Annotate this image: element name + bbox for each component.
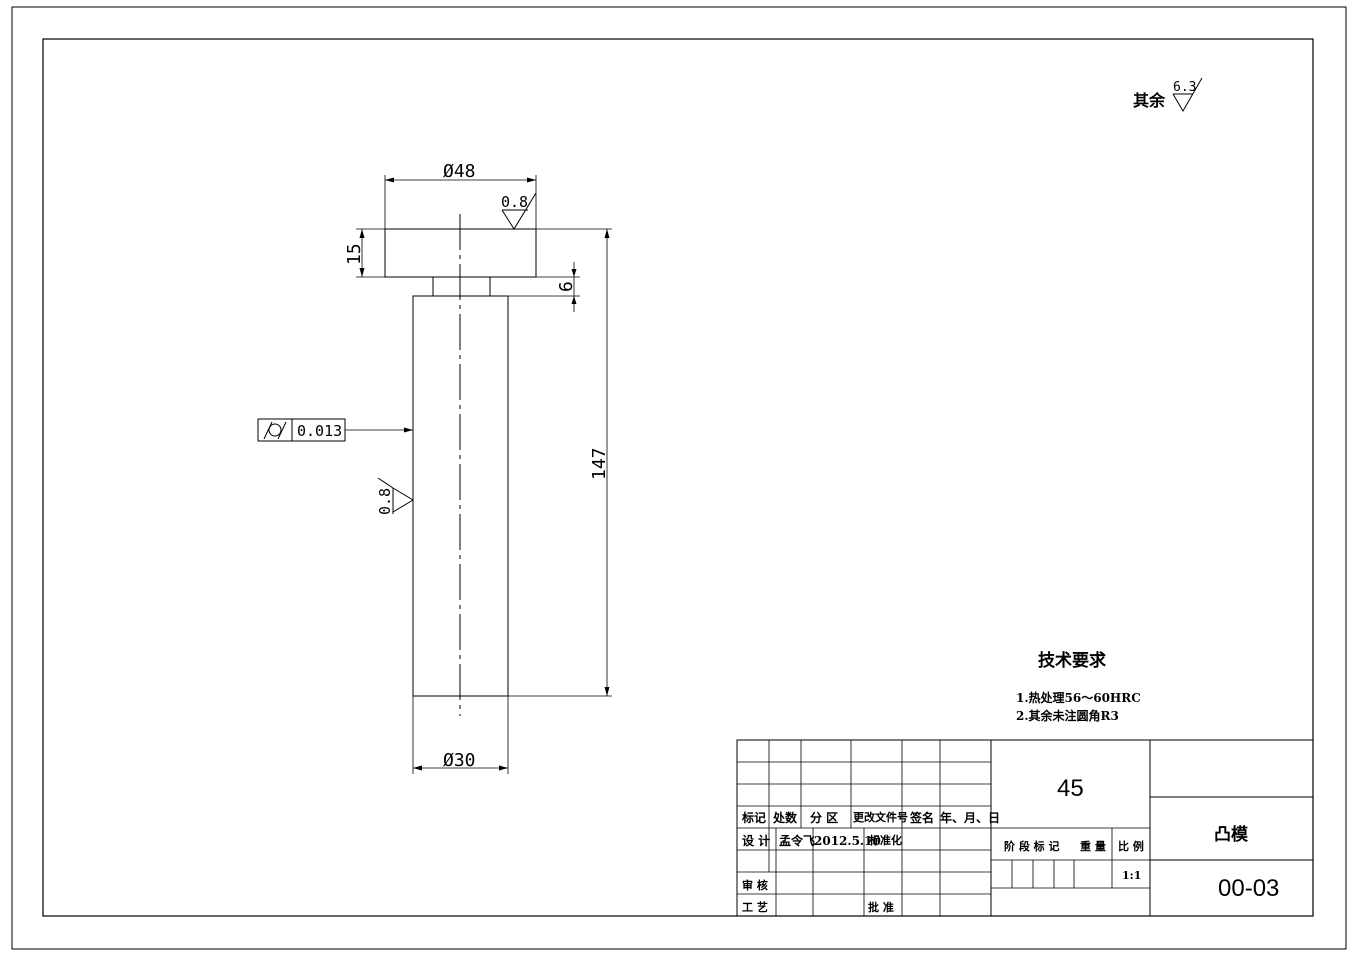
top-roughness-value: 0.8 bbox=[501, 193, 528, 211]
default-roughness-value: 6.3 bbox=[1173, 80, 1196, 95]
standardize-label: 标准化 bbox=[868, 833, 902, 847]
sheet-inner-frame bbox=[42, 38, 1314, 917]
default-roughness-prefix: 其余 bbox=[1133, 91, 1166, 110]
designer-name: 孟令飞 bbox=[779, 833, 815, 848]
tech-requirements: 技术要求 1.热处理56～60HRC 2.其余未注圆角R3 bbox=[1016, 650, 1141, 723]
tech-requirement-1: 1.热处理56～60HRC bbox=[1016, 690, 1141, 705]
process-label: 工 艺 bbox=[742, 900, 768, 914]
approve-label: 批 准 bbox=[868, 900, 894, 914]
shaft-roughness-icon bbox=[392, 487, 414, 513]
design-label: 设 计 bbox=[742, 833, 770, 848]
cylindricity-icon bbox=[263, 421, 287, 440]
title-block: 标记 处数 分 区 更改文件号 签名 年、月、日 设 计 孟令飞 2012.5.… bbox=[736, 739, 1314, 917]
header-sign: 签名 bbox=[909, 810, 934, 825]
tolerance-frame: 0.013 bbox=[257, 418, 413, 442]
top-roughness-icon bbox=[501, 192, 537, 230]
review-label: 审 核 bbox=[742, 878, 768, 892]
dim-bottom-diameter: Ø30 bbox=[443, 750, 476, 771]
header-zone: 分 区 bbox=[810, 810, 838, 825]
dim-total-length: 147 bbox=[589, 447, 610, 480]
dim-flange-height: 15 bbox=[344, 243, 365, 265]
design-date: 2012.5.10 bbox=[814, 834, 881, 848]
tolerance-value: 0.013 bbox=[297, 422, 342, 440]
roughness-symbol-icon bbox=[1172, 77, 1203, 112]
part-name: 凸模 bbox=[1214, 824, 1249, 845]
scale-label: 比 例 bbox=[1118, 839, 1144, 853]
scale-value: 1:1 bbox=[1122, 869, 1141, 882]
part-view: Ø48 0.8 15 6 147 Ø30 0.8 bbox=[257, 161, 612, 774]
weight-label: 重 量 bbox=[1080, 839, 1106, 853]
sheet-outer-border bbox=[11, 6, 1347, 950]
drawing-number: 00-03 bbox=[1218, 875, 1279, 902]
header-date: 年、月、日 bbox=[940, 810, 1000, 825]
header-count: 处数 bbox=[772, 810, 798, 825]
header-change-doc: 更改文件号 bbox=[853, 810, 908, 824]
dim-top-diameter: Ø48 bbox=[443, 161, 476, 182]
material: 45 bbox=[1057, 775, 1084, 802]
tech-requirements-heading: 技术要求 bbox=[1038, 650, 1106, 671]
shaft-roughness-value: 0.8 bbox=[376, 488, 394, 515]
default-roughness: 其余 6.3 bbox=[1133, 77, 1203, 112]
dim-neck-height: 6 bbox=[556, 281, 577, 292]
stage-label: 阶 段 标 记 bbox=[1004, 839, 1060, 853]
tech-requirement-2: 2.其余未注圆角R3 bbox=[1016, 708, 1119, 723]
header-mark: 标记 bbox=[741, 810, 766, 825]
neck-outline bbox=[432, 276, 491, 297]
